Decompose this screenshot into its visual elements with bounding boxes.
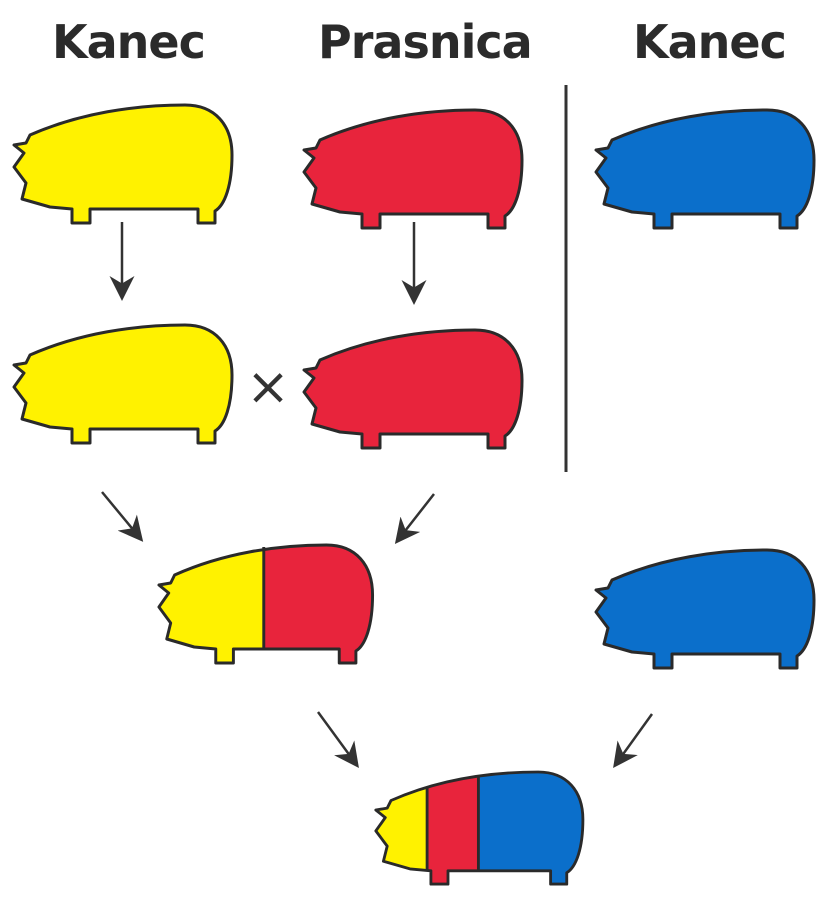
pig-f1-yellow-red [157,543,375,665]
heading-boar-right: Kanec [633,15,787,69]
pig-yellow-purebred [12,323,234,445]
arrow-f1-to-final [316,711,359,769]
heading-sow: Prasnica [318,15,533,69]
cross-symbol: × [246,357,290,417]
pig-final-three-way [374,770,585,886]
pig-blue-purebred [594,548,816,670]
heading-boar-left: Kanec [52,15,206,69]
arrow-red-to-f1 [394,493,435,544]
arrow-yellow-to-f1 [101,491,144,542]
pig-red-sow [302,108,524,230]
pig-blue-boar [594,108,816,230]
arrow-blue-to-final [613,713,654,769]
pig-yellow-boar [12,103,234,225]
pig-red-purebred [302,328,524,450]
